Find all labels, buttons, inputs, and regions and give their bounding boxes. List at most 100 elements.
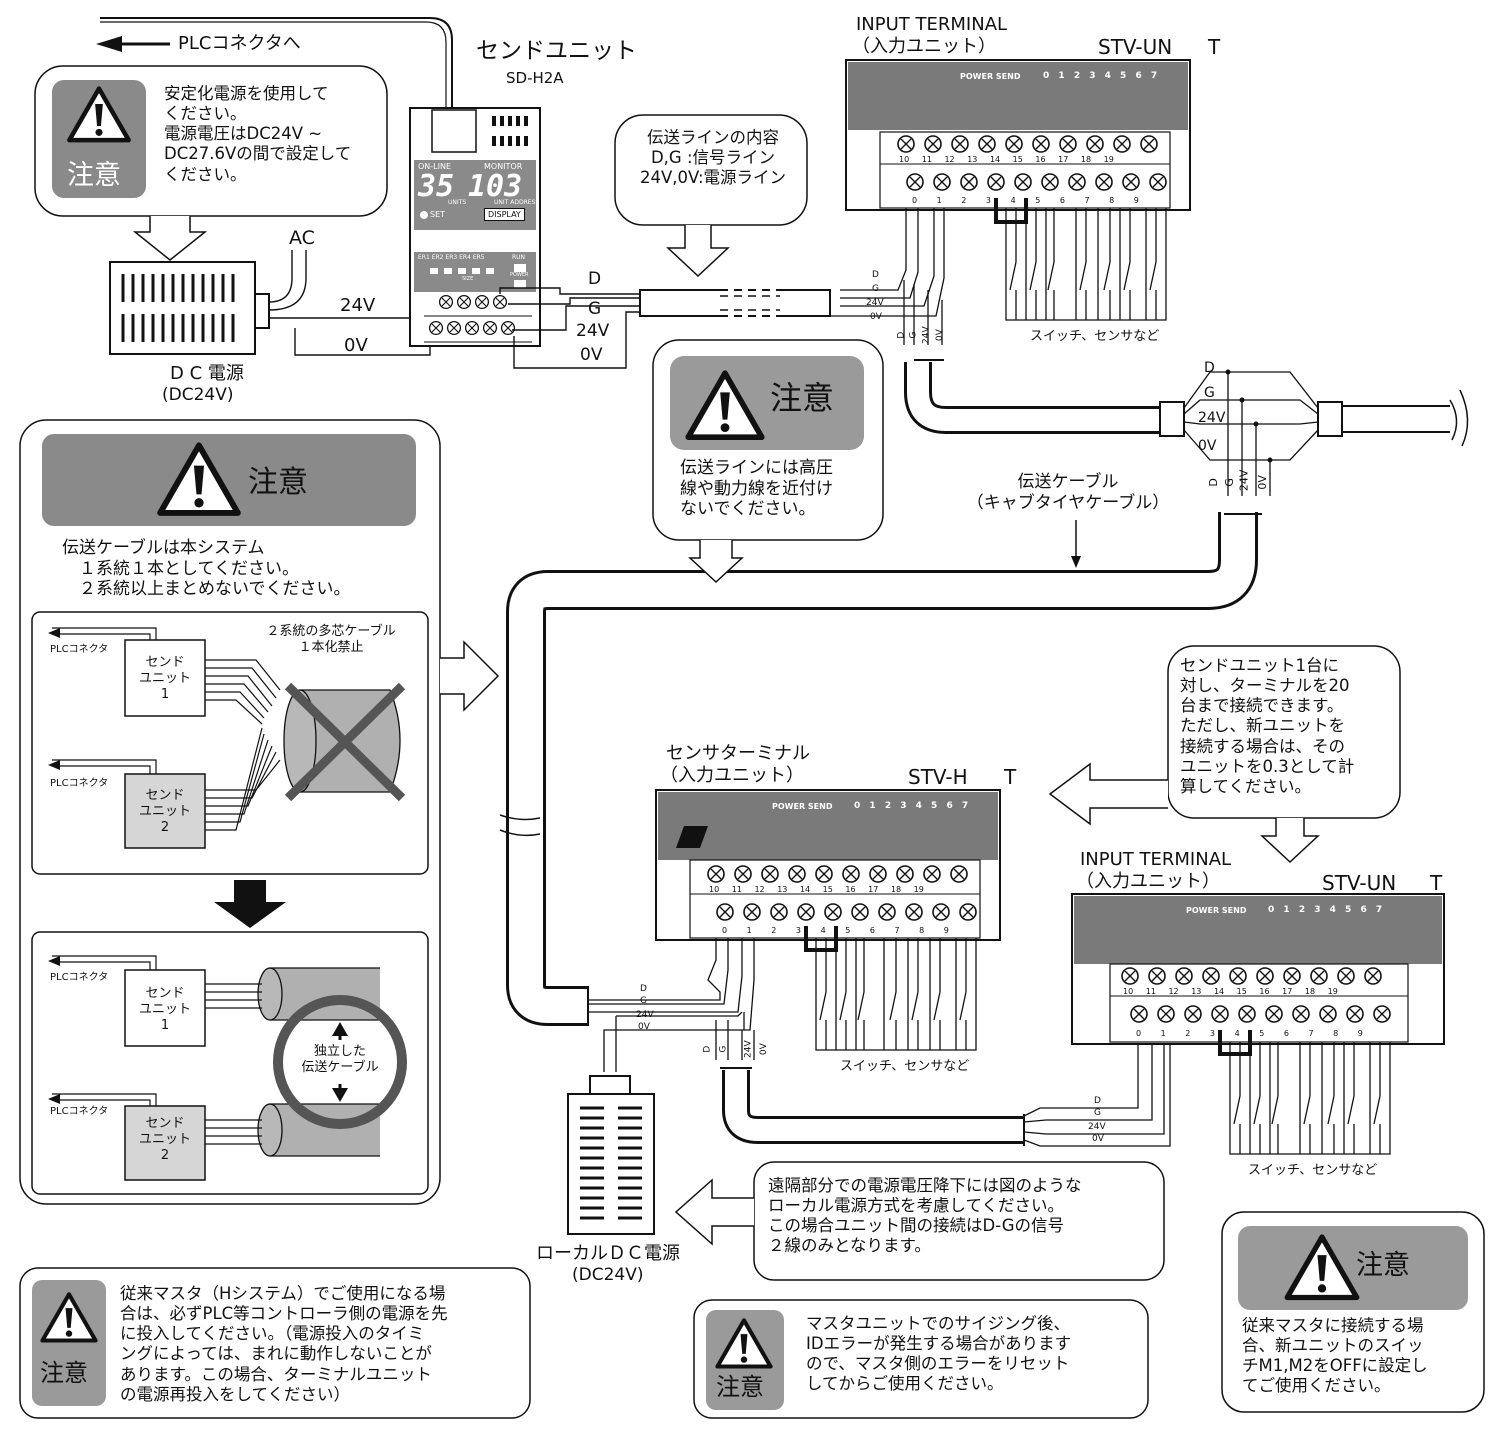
- dc-power-label: D C 電源: [170, 363, 244, 384]
- hsystem-caution-label: 注意: [40, 1359, 88, 1387]
- power-note-text: 安定化電源を使用してください。電源電圧はDC24V ~DC27.6Vの間で設定し…: [164, 84, 352, 184]
- top-term-vd: D: [896, 331, 907, 339]
- inner-top-plc-2: PLCコネクタ: [50, 778, 109, 789]
- top-terminal-wiring: [830, 208, 945, 345]
- dc-0v-label: 0V: [344, 335, 368, 356]
- sensor-vd: D: [702, 1045, 713, 1053]
- send-unit-title: センドユニット: [476, 38, 637, 64]
- bottom-switch-label: スイッチ、センサなど: [1248, 1163, 1378, 1178]
- run-label: RUN: [512, 254, 526, 261]
- sizing-note-text: マスタユニットでのサイジング後、IDエラーが発生する場合がありますので、マスタ側…: [806, 1314, 1072, 1394]
- input-terminal-subtitle: （入力ユニット）: [852, 36, 996, 57]
- dc-power-supply: [109, 250, 449, 356]
- junction-d: D: [1204, 360, 1215, 376]
- local-power-spec: (DC24V): [572, 1265, 644, 1285]
- hv-warning-bubble: [652, 339, 884, 584]
- big-caution-text: 伝送ケーブルは本システム １系統１本としてください。 ２系統以上まとめないでくだ…: [62, 538, 351, 600]
- sensor-switch-label: スイッチ、センサなど: [840, 1059, 970, 1074]
- junction-vg: G: [1222, 478, 1236, 487]
- prohibited-example: [31, 611, 429, 928]
- sensor-terminal: [655, 789, 1001, 952]
- sizing-note-box: [693, 1299, 1149, 1419]
- line-note-bubble: [614, 114, 808, 278]
- top-terminal-switches: [1005, 208, 1167, 321]
- lower-terminal-numbers: 0 1 2 3 4 5 6 7 8 9: [912, 196, 1139, 205]
- sensor-terminal-model: STV-H: [908, 765, 968, 789]
- sensor-terminal-suffix: T: [1004, 765, 1017, 789]
- link-24v: 24V: [1088, 1122, 1106, 1132]
- send-unit-body: [409, 107, 541, 347]
- top-term-d: D: [872, 270, 879, 280]
- junction-0v: 0V: [1198, 438, 1217, 454]
- units-label: UNITS: [448, 199, 467, 206]
- link-d: D: [1094, 1096, 1101, 1106]
- caution-label: 注意: [67, 160, 121, 191]
- bottom-terminal-title: INPUT TERMINAL: [1080, 849, 1232, 870]
- trunk-cable-top: [639, 289, 831, 317]
- plc-arrow-label: PLCコネクタへ: [178, 33, 301, 54]
- bottom-terminal-subtitle: （入力ユニット）: [1076, 871, 1220, 892]
- top-term-24v: 24V: [866, 298, 884, 308]
- input-terminal-bottom: [1071, 893, 1445, 1056]
- sizing-caution-label: 注意: [716, 1373, 764, 1401]
- sensor-terminal-switches: [815, 938, 977, 1051]
- input-terminal-suffix: T: [1208, 35, 1221, 59]
- top-term-vg: G: [908, 331, 919, 339]
- set-button-dot: [420, 210, 428, 219]
- dc-power-spec: (DC24V): [162, 385, 234, 405]
- wire-g-label: G: [588, 299, 602, 319]
- sensor-d: D: [640, 984, 647, 994]
- wire-0v-label: 0V: [580, 345, 603, 365]
- sensor-channel-labels: 0 1 2 3 4 5 6 7: [854, 801, 969, 811]
- bottom-terminal-model: STV-UN: [1322, 871, 1397, 895]
- inner-bottom-plc-1: PLCコネクタ: [50, 972, 109, 983]
- link-g: G: [1094, 1108, 1101, 1118]
- send-unit-wiring: [499, 287, 640, 369]
- display-button[interactable]: DISPLAY: [484, 208, 525, 222]
- junction-cable-top: [499, 359, 1469, 1026]
- sensor-24v: 24V: [636, 1010, 654, 1020]
- big-caution-label: 注意: [248, 465, 308, 500]
- wire-24v-label: 24V: [576, 321, 610, 341]
- inner-top-plc-1: PLCコネクタ: [50, 644, 109, 655]
- monitor-label: MONITOR: [484, 162, 523, 171]
- m-switch-caution-label: 注意: [1356, 1250, 1410, 1281]
- correct-example: [31, 931, 429, 1195]
- sensor-terminal-title: センサターミナル: [666, 743, 810, 764]
- bottom-power-send: POWER SEND: [1186, 906, 1247, 915]
- junction-v24: 24V: [1237, 469, 1251, 492]
- power-label: POWER: [510, 272, 529, 278]
- bottom-lower-numbers: 0 1 2 3 4 5 6 7 8 9: [1136, 1029, 1363, 1038]
- link-0v: 0V: [1092, 1134, 1104, 1144]
- plc-cable-inner: [100, 21, 447, 112]
- input-terminal-model: STV-UN: [1098, 35, 1173, 59]
- online-display: 35: [418, 169, 455, 204]
- input-terminal-top: [845, 59, 1191, 224]
- inner-bottom-plc-2: PLCコネクタ: [50, 1106, 109, 1117]
- er-labels: ER1 ER2 ER3 ER4 ER5: [418, 254, 485, 261]
- plc-connector-arrow: [96, 36, 170, 52]
- independent-cable-note: 独立した伝送ケーブル: [301, 1044, 379, 1075]
- junction-24v: 24V: [1198, 410, 1226, 426]
- sensor-terminal-subtitle: （入力ユニット）: [660, 765, 804, 786]
- wire-d-label: D: [588, 269, 602, 289]
- upper-terminal-numbers: 10 11 12 13 14 15 16 17 18 19: [899, 155, 1114, 164]
- local-power-label: ローカルＤＣ電源: [536, 1243, 680, 1264]
- monitor-display: 103: [468, 169, 523, 204]
- sensor-vg: G: [718, 1045, 729, 1053]
- lower-link-cable: [720, 1018, 1171, 1147]
- input-terminal-title: INPUT TERMINAL: [856, 14, 1008, 35]
- local-note-bubble: [674, 1161, 1165, 1281]
- twenty-units-bubble: [1048, 645, 1401, 864]
- bottom-upper-numbers: 10 11 12 13 14 15 16 17 18 19: [1123, 987, 1338, 996]
- bottom-terminal-suffix: T: [1430, 871, 1443, 895]
- sensor-terminal-wiring: [588, 938, 755, 1072]
- junction-v0: 0V: [1255, 475, 1269, 490]
- sensor-v24: 24V: [743, 1040, 754, 1058]
- set-button[interactable]: SET: [420, 210, 445, 219]
- local-note-text: 遠隔部分での電源電圧降下には図のようなローカル電源方式を考慮してください。この場…: [768, 1176, 1082, 1256]
